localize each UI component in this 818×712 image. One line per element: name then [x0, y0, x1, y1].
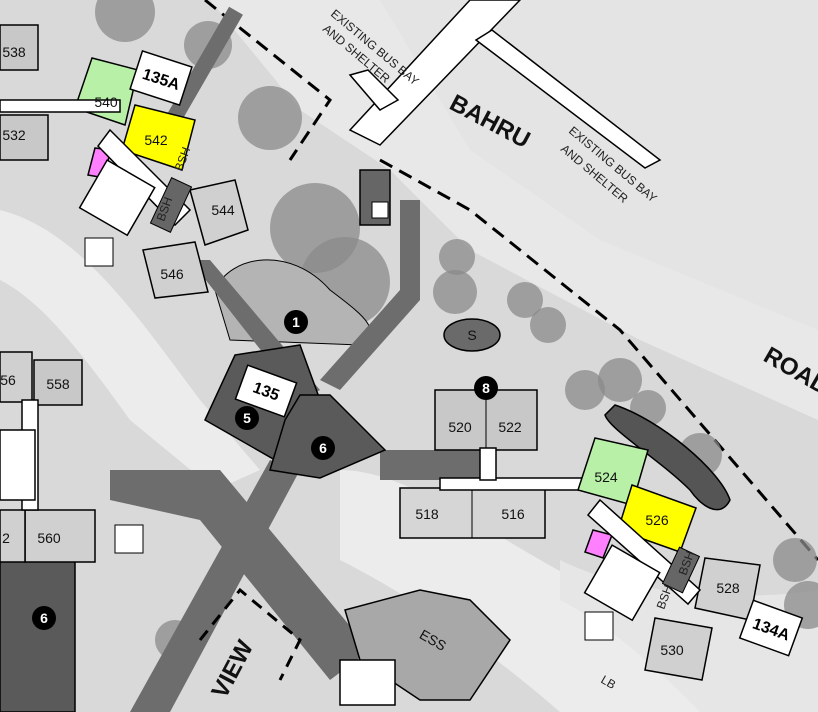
- block-516-label: 516: [501, 506, 525, 522]
- marker-8-label: 8: [482, 380, 490, 396]
- block-522-label: 522: [498, 419, 522, 435]
- planter-strip: [604, 404, 731, 511]
- covered-walkway-522: [380, 450, 490, 480]
- block-556-label: 56: [0, 372, 16, 388]
- corridor-west-north: [0, 99, 121, 113]
- covered-walkway-east: [320, 200, 420, 390]
- block-546-label: 546: [160, 266, 184, 282]
- block-530-label: 530: [660, 642, 684, 658]
- block-538-shape: [0, 24, 39, 71]
- bsh-box-west-a: [149, 177, 193, 233]
- loading-bay-label: LB: [599, 672, 619, 691]
- refuse-centre-far-west: [0, 429, 36, 501]
- corridor-centre-link: [479, 447, 497, 481]
- block-556-shape: [0, 351, 33, 403]
- block-540-label: 540: [94, 94, 118, 110]
- marker-6b-label: 6: [40, 610, 48, 626]
- block-542-shape: [121, 104, 196, 171]
- refuse-centre-east: [583, 544, 661, 622]
- tag-box-134a: [738, 599, 804, 657]
- marker-1-label: 1: [292, 314, 300, 330]
- bridge-stair-left: [348, 69, 400, 111]
- block-538-label: 538: [2, 44, 26, 60]
- blocks-layer: [0, 24, 761, 706]
- marker-6a-label: 6: [319, 440, 327, 456]
- block-520-label: 520: [448, 419, 472, 435]
- lift-lobby-north-box: [371, 201, 389, 219]
- covered-walkway-west: [110, 470, 370, 680]
- driveway-west: [0, 210, 260, 490]
- block-530-shape: [644, 617, 713, 681]
- block-528-label: 528: [716, 580, 740, 596]
- pavilion-6-west: [0, 559, 76, 712]
- drain-box-west: [84, 237, 114, 267]
- block-532-label: 532: [2, 127, 26, 143]
- tag-box-135a: [129, 49, 193, 107]
- block-542-label: 542: [144, 132, 168, 148]
- substation-label: S: [467, 327, 476, 343]
- block-552-label: 2: [2, 530, 10, 546]
- block-558-label: 558: [46, 376, 70, 392]
- block-518-label: 518: [415, 506, 439, 522]
- drain-box-east: [584, 611, 614, 641]
- block-552-shape: [0, 509, 26, 563]
- block-546-shape: [142, 241, 209, 299]
- drain-box-sw: [114, 524, 144, 554]
- marker-1-circle: [284, 310, 308, 334]
- bridge-stair-right: [474, 29, 662, 169]
- block-532-shape: [0, 114, 49, 161]
- marker-8-circle: [474, 376, 498, 400]
- road-verge: [380, 0, 818, 330]
- substation: [443, 318, 501, 352]
- site-boundary-top: [204, 0, 333, 161]
- block-524-label: 524: [594, 469, 618, 485]
- refuse-centre-south: [339, 659, 396, 706]
- overhead-bridge: [348, 0, 522, 146]
- pavilion-6: [269, 394, 387, 479]
- marker-5-circle: [235, 406, 259, 430]
- marker-6b-circle: [32, 606, 56, 630]
- marker-5-label: 5: [243, 410, 251, 426]
- bsh-box-east-a: [661, 546, 701, 594]
- block-544-label: 544: [211, 202, 235, 218]
- block-526-label: 526: [645, 512, 669, 528]
- view-road-boundary: [198, 587, 302, 681]
- block-558-shape: [33, 359, 83, 406]
- refuse-centre-west: [78, 159, 156, 237]
- block-560-label: 560: [37, 530, 61, 546]
- block-544-shape: [189, 179, 249, 246]
- pink-block-east: [584, 529, 614, 559]
- tag-box-135: [234, 364, 298, 418]
- marker-6a-circle: [311, 436, 335, 460]
